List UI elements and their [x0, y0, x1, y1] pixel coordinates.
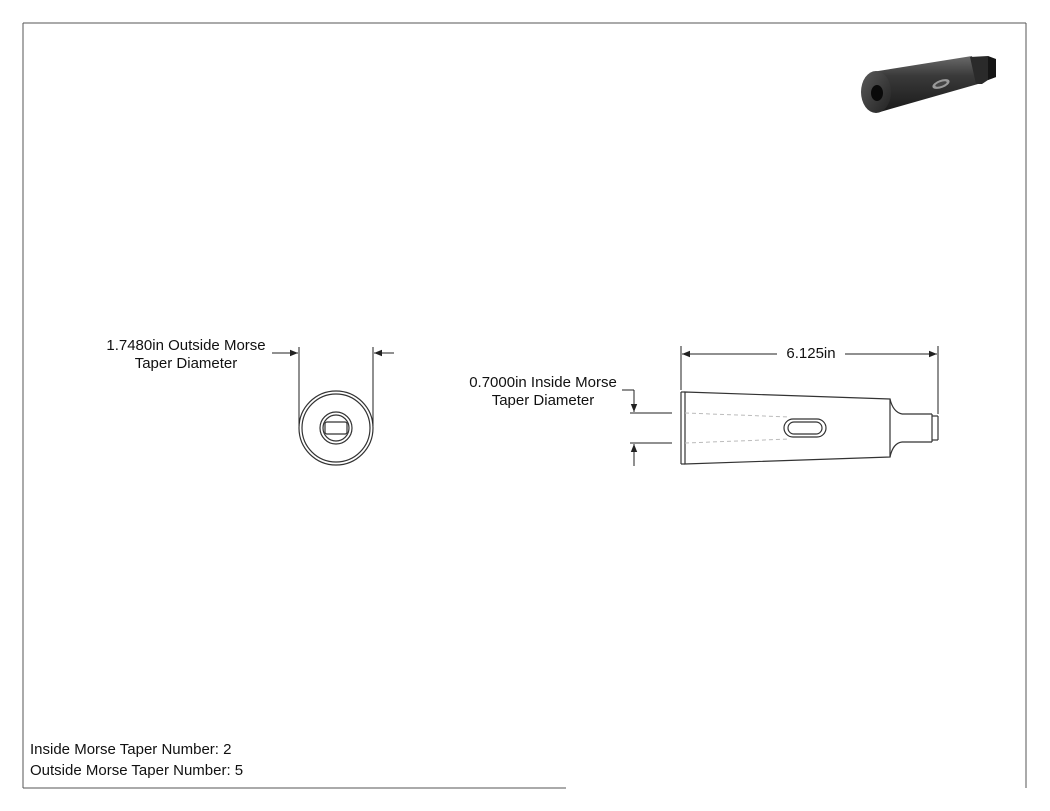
sheet-border	[22, 22, 1027, 789]
length-dimension	[680, 346, 939, 414]
outside-diameter-label-line1: 1.7480in Outside Morse	[106, 337, 266, 354]
inside-diameter-dimension	[622, 389, 672, 466]
end-view	[298, 390, 374, 466]
sleeve-body	[872, 56, 978, 112]
outside-diameter-label: 1.7480in Outside Morse Taper Diameter	[98, 337, 274, 373]
side-view	[680, 391, 939, 465]
outside-taper-note: Outside Morse Taper Number: 5	[30, 762, 244, 779]
inside-diameter-label-line1: 0.7000in Inside Morse	[469, 374, 617, 391]
outside-diameter-label-line2: Taper Diameter	[134, 355, 238, 372]
outside-diameter-dimension	[272, 347, 394, 426]
hidden-bore-lines	[684, 412, 791, 444]
bore-hole	[871, 85, 883, 101]
length-label: 6.125in	[786, 345, 836, 362]
isometric-view	[861, 56, 996, 113]
inside-taper-note: Inside Morse Taper Number: 2	[30, 741, 232, 758]
inside-diameter-label-line2: Taper Diameter	[491, 392, 595, 409]
inside-diameter-label: 0.7000in Inside Morse Taper Diameter	[460, 374, 626, 410]
